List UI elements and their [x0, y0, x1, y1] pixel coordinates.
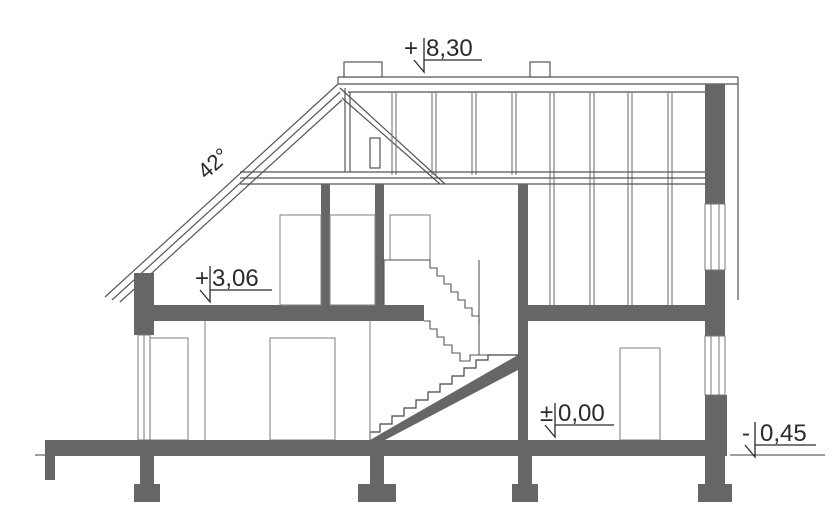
right-window-ground: [704, 335, 726, 396]
level-sign-terrain: -: [742, 420, 750, 447]
roof-studs: [391, 92, 673, 305]
level-marker-terrain: - 0,45: [742, 420, 816, 459]
level-marker-ridge: + 8,30: [404, 35, 482, 74]
roof-pitch-label: 42°: [193, 143, 234, 184]
level-sign-ridge: +: [404, 35, 418, 62]
level-marker-ground: ± 0,00: [540, 400, 614, 439]
level-sign-attic: +: [195, 265, 209, 292]
level-marker-attic: + 3,06: [195, 265, 272, 304]
left-window-ground: [137, 334, 151, 441]
level-value-terrain: 0,45: [760, 420, 807, 447]
staircase-upper: [383, 259, 518, 362]
level-sign-ground: ±: [540, 400, 553, 427]
attic-floor-slab: [134, 305, 725, 321]
level-value-ridge: 8,30: [426, 35, 473, 62]
attic-partitions: [321, 184, 528, 454]
roof-top-beam: [337, 76, 739, 300]
foundation-footings: [134, 456, 732, 502]
staircase-lower: [369, 354, 518, 440]
roof-chimneys: [343, 61, 551, 78]
attic-vent-pipe: [369, 137, 381, 169]
level-value-attic: 3,06: [212, 265, 259, 292]
roof-slope-left: [104, 83, 446, 303]
left-knee-wall: [134, 273, 154, 335]
collar-beam: [240, 171, 705, 185]
right-wall-ground: [705, 395, 727, 445]
right-window-upper: [704, 203, 726, 271]
ground-slab: [45, 440, 727, 480]
level-value-ground: 0,00: [558, 400, 605, 427]
